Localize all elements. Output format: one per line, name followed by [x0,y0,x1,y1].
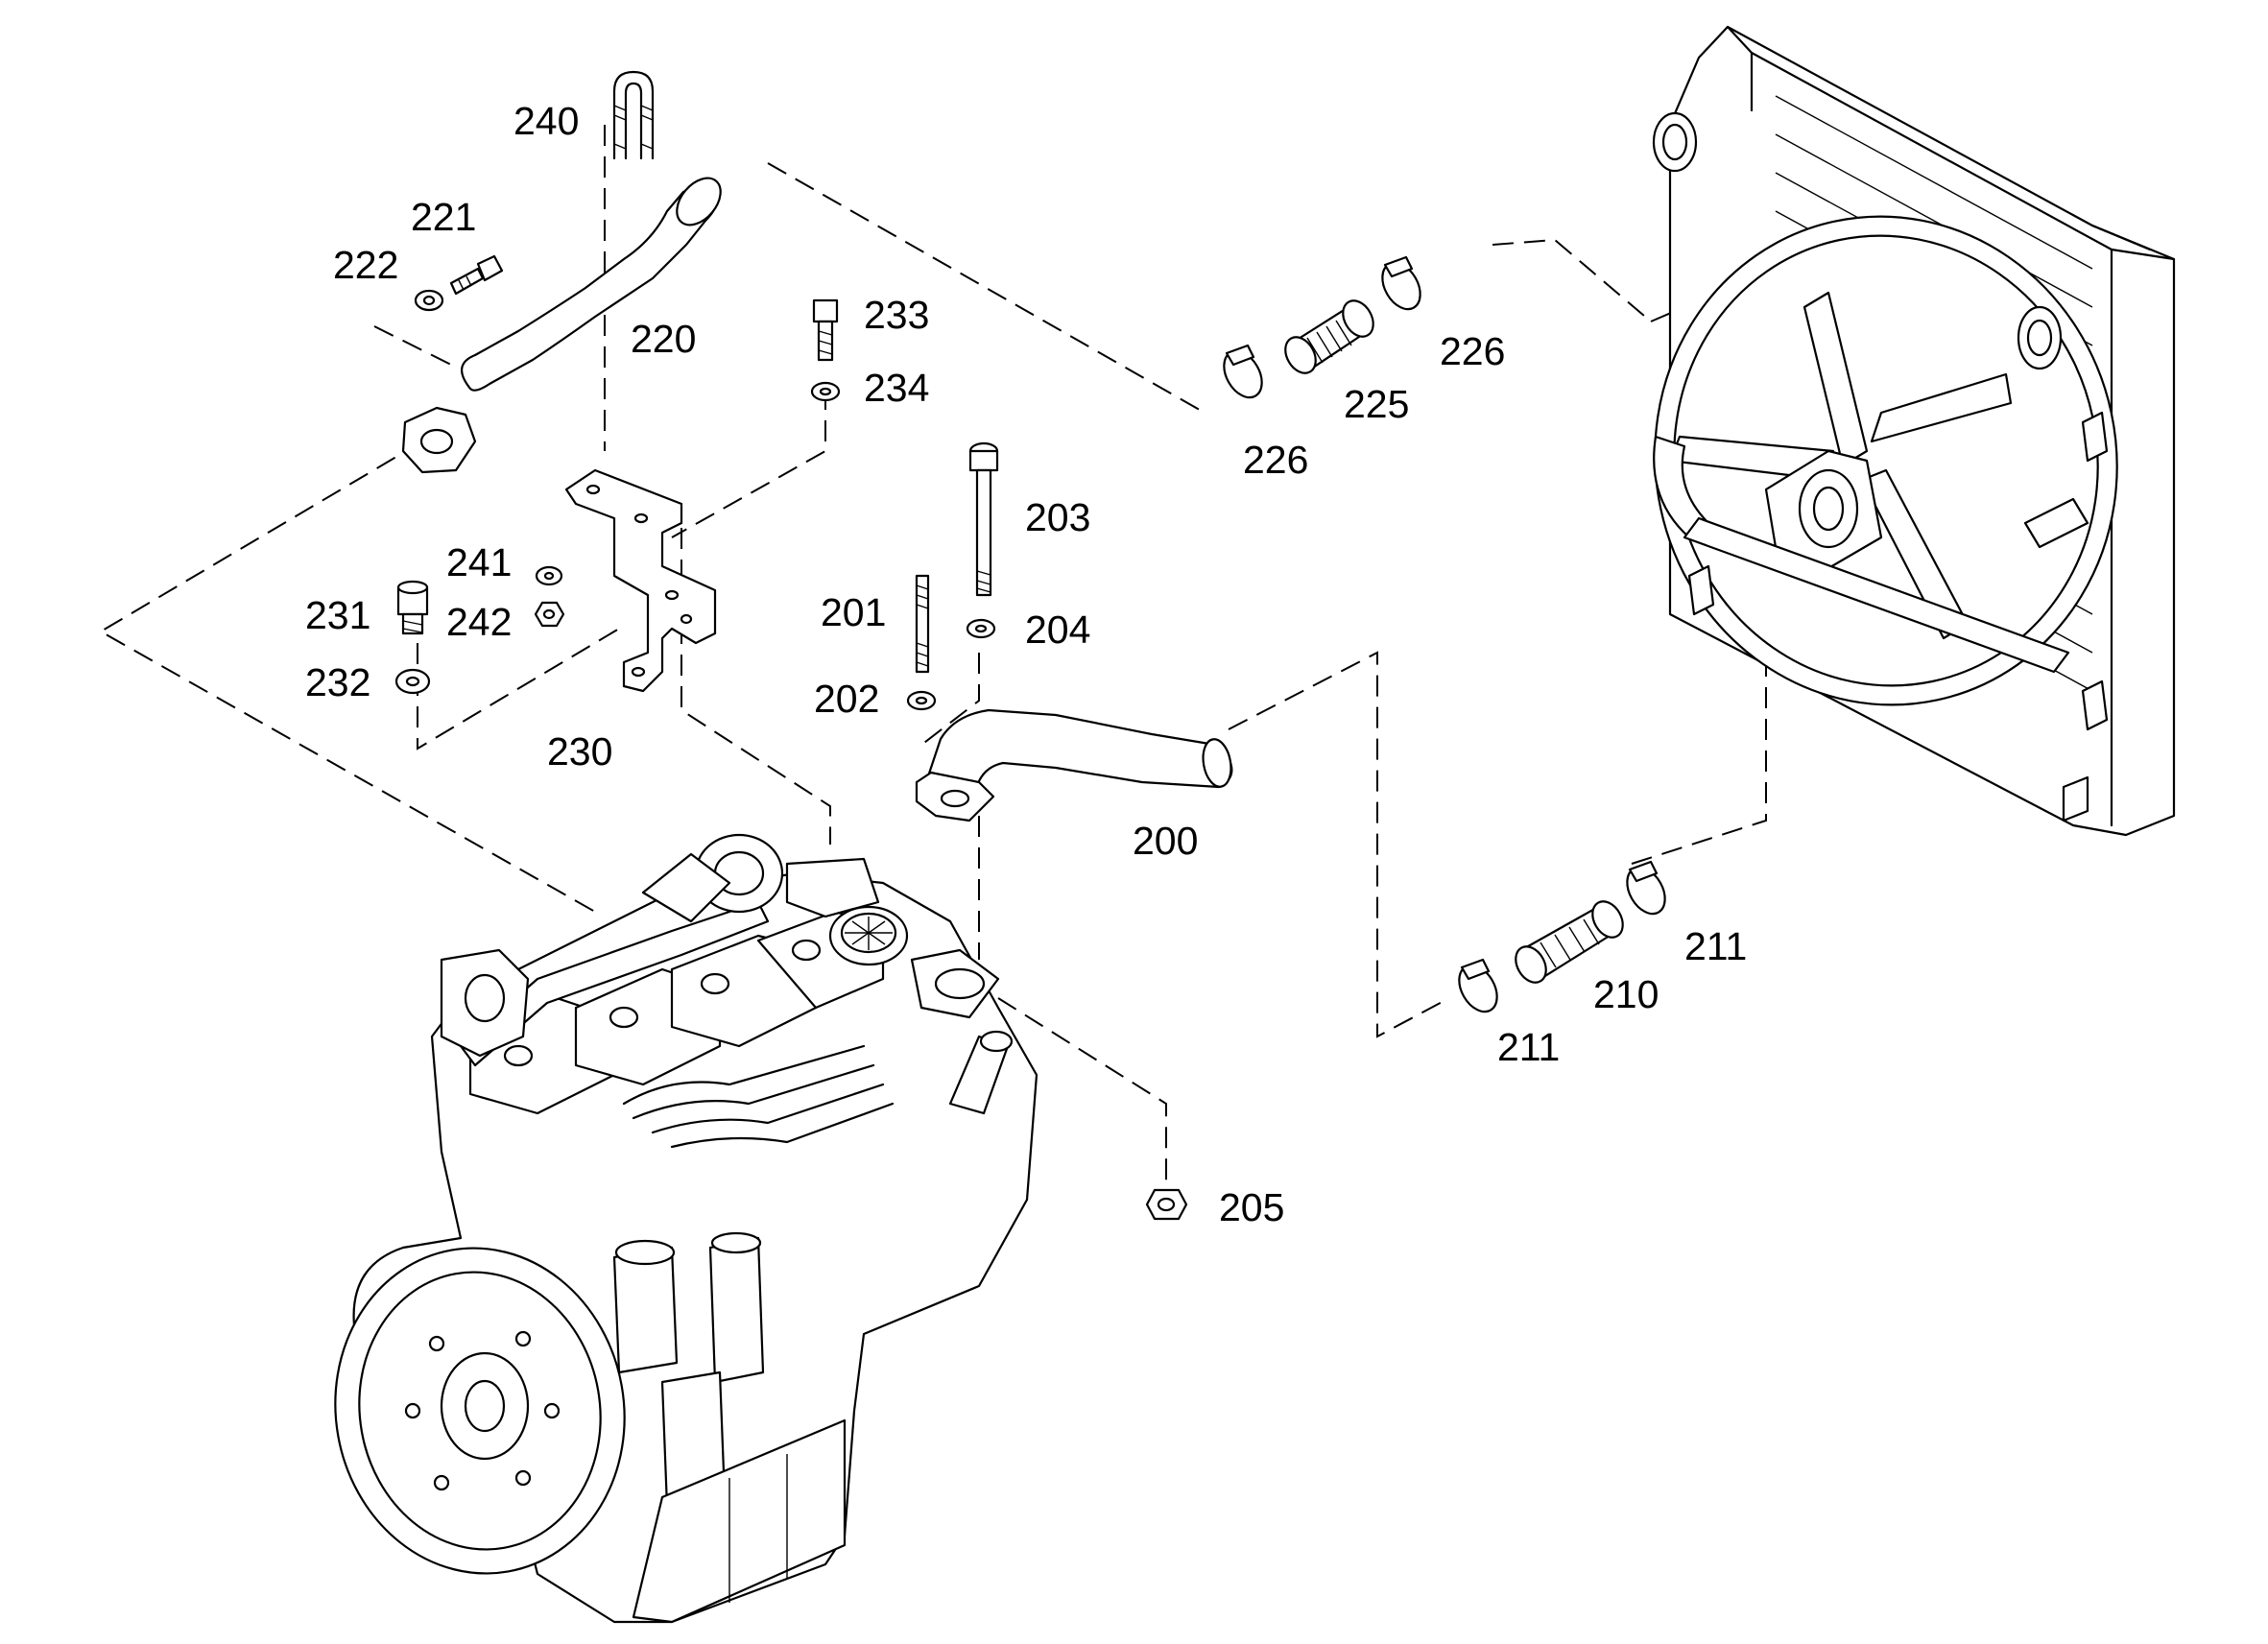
screw-231 [396,580,429,635]
label-203: 203 [1025,495,1090,539]
label-230: 230 [547,729,612,774]
oil-pan [632,1418,847,1624]
label-226-lower: 226 [1243,438,1308,482]
label-240: 240 [513,99,579,143]
flywheel-housing [334,1247,626,1575]
label-200: 200 [1133,819,1198,863]
diesel-engine [334,833,1039,1624]
label-225: 225 [1344,382,1409,426]
label-202: 202 [814,677,879,721]
part-number-labels: 240 221 222 220 233 234 241 231 242 232 … [305,99,1747,1229]
fuel-filters [612,1231,765,1509]
clamp-211-upper [1626,860,1666,916]
nut-242 [534,601,565,628]
washer-222 [414,289,444,312]
label-221: 221 [411,195,476,239]
turbocharger [641,833,880,923]
label-232: 232 [305,660,370,704]
label-211-upper: 211 [1684,924,1747,968]
bolt-233 [812,298,839,362]
washer-202 [906,690,937,711]
clamp-226-lower [1223,344,1263,399]
intake-manifold [440,900,770,1067]
clamp-226-upper [1381,255,1421,311]
label-242: 242 [446,600,512,644]
nut-205 [1145,1188,1188,1221]
label-233: 233 [864,293,929,337]
label-234: 234 [864,366,929,410]
label-210: 210 [1593,972,1659,1016]
stud-201 [915,574,930,674]
bolt-221 [449,254,504,296]
label-226-upper: 226 [1440,329,1505,373]
hose-225 [1284,299,1374,374]
washer-232 [394,668,431,695]
label-220: 220 [631,317,696,361]
label-222: 222 [333,243,398,287]
injection-lines [622,1044,895,1149]
bracket-230 [564,468,717,693]
hose-210 [1515,900,1624,984]
washer-204 [966,618,996,639]
water-outlet [910,948,1014,1115]
u-bolt-240 [612,70,655,160]
exhaust-pipe-220 [401,177,722,474]
bolt-203 [968,441,999,597]
oil-filler-cap [828,905,909,966]
label-211-lower: 211 [1497,1025,1560,1069]
clamp-211-lower [1458,958,1498,1013]
label-201: 201 [821,590,886,634]
label-231: 231 [305,593,370,637]
radiator-fan-assembly [1652,25,2176,837]
label-241: 241 [446,540,512,584]
pipe-200 [915,708,1233,822]
label-204: 204 [1025,608,1090,652]
label-205: 205 [1219,1185,1284,1229]
washer-241 [535,565,563,586]
washer-234 [810,381,841,402]
